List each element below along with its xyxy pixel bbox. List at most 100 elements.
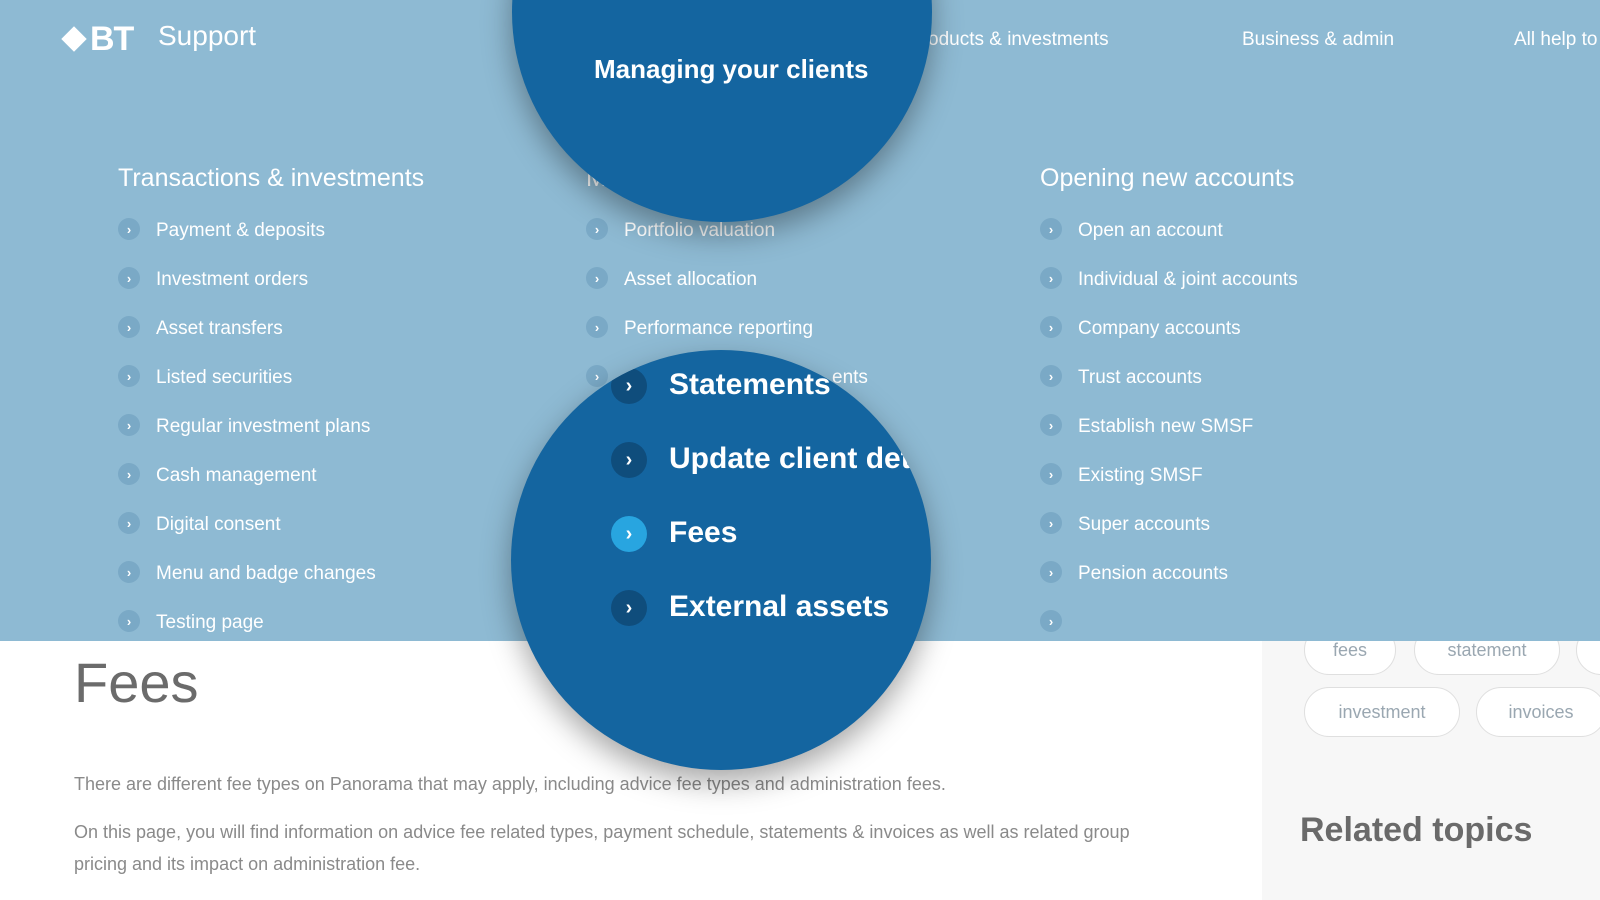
chevron-right-icon: ›: [118, 463, 140, 485]
chevron-right-icon: ›: [611, 516, 647, 552]
menu-item[interactable]: › Existing SMSF: [1040, 463, 1298, 514]
menu-list-managing: › Portfolio valuation › Asset allocation ›…: [586, 218, 868, 416]
menu-item[interactable]: › Portfolio valuation: [586, 218, 868, 269]
menu-item[interactable]: › Open an account: [1040, 218, 1298, 269]
chevron-right-icon: ›: [118, 512, 140, 534]
menu-item[interactable]: › Company accounts: [1040, 316, 1298, 367]
chevron-right-icon: ›: [118, 316, 140, 338]
chevron-right-icon: ›: [1040, 365, 1062, 387]
chevron-right-icon: ›: [586, 218, 608, 240]
chevron-right-icon: ›: [611, 368, 647, 404]
menu-item-label: Performance reporting: [624, 318, 814, 339]
menu-list-opening-accounts: › Open an account › Individual & joint acc…: [1040, 218, 1298, 661]
menu-item-label: Testing page: [156, 612, 264, 633]
zoom-menu-item-external-assets[interactable]: › External assets: [611, 590, 927, 664]
nav-managing-your-clients[interactable]: Managing your clients: [594, 54, 869, 84]
chevron-right-icon: ›: [1040, 610, 1062, 632]
menu-item[interactable]: › Menu and badge changes: [118, 561, 376, 612]
menu-item-label: Portfolio valuation: [624, 220, 776, 241]
tag-invoices[interactable]: invoices: [1476, 687, 1600, 737]
menu-item-label: Pension accounts: [1078, 563, 1228, 584]
chevron-right-icon: ›: [611, 442, 647, 478]
tag-statement[interactable]: statement: [1414, 641, 1560, 675]
zoom-circle-bottom: › Statements › Update client deta › Fees › E…: [511, 350, 931, 770]
chevron-right-icon: ›: [611, 590, 647, 626]
menu-item[interactable]: › Pension accounts: [1040, 561, 1298, 612]
menu-item[interactable]: › Establish new SMSF: [1040, 414, 1298, 465]
sidebar: fees statement investment invoices Relat…: [1262, 641, 1600, 900]
menu-item[interactable]: › Digital consent: [118, 512, 376, 563]
nav-products-investments[interactable]: oducts & investments: [928, 29, 1109, 50]
menu-item[interactable]: › Cash management: [118, 463, 376, 514]
menu-item[interactable]: › Individual & joint accounts: [1040, 267, 1298, 318]
support-label[interactable]: Support: [158, 20, 257, 51]
menu-item-label: Regular investment plans: [156, 416, 371, 437]
menu-item-label: ents: [832, 367, 868, 388]
menu-item[interactable]: › Listed securities: [118, 365, 376, 416]
zoom-item-label: Update client deta: [669, 442, 928, 475]
chevron-right-icon: ›: [118, 365, 140, 387]
zoom-item-label: Fees: [669, 516, 738, 549]
menu-item[interactable]: › Performance reporting: [586, 316, 868, 367]
zoom-menu-item-update-client-details[interactable]: › Update client deta: [611, 442, 927, 516]
menu-item-label: Cash management: [156, 465, 317, 486]
bt-logo[interactable]: BT: [62, 20, 134, 59]
chevron-right-icon: ›: [586, 316, 608, 338]
chevron-right-icon: ›: [1040, 463, 1062, 485]
menu-item[interactable]: ›: [1040, 610, 1298, 661]
page-title: Fees: [74, 651, 199, 714]
bt-diamond-logo-icon: [62, 27, 88, 53]
chevron-right-icon: ›: [586, 267, 608, 289]
chevron-right-icon: ›: [1040, 512, 1062, 534]
chevron-right-icon: ›: [586, 365, 608, 387]
menu-item-label: Super accounts: [1078, 514, 1211, 535]
chevron-right-icon: ›: [1040, 561, 1062, 583]
menu-item-label: Asset allocation: [624, 269, 758, 290]
menu-item[interactable]: › ents: [586, 365, 868, 416]
menu-item[interactable]: › Asset transfers: [118, 316, 376, 367]
menu-item-label: Digital consent: [156, 514, 281, 535]
related-topics-heading: Related topics: [1300, 811, 1533, 849]
menu-item-label: Individual & joint accounts: [1078, 269, 1298, 290]
menu-item-label: Company accounts: [1078, 318, 1241, 339]
menu-item-label: Establish new SMSF: [1078, 416, 1254, 437]
zoom-menu-list: › Statements › Update client deta › Fees › E…: [611, 368, 927, 664]
zoom-item-label: External assets: [669, 590, 890, 623]
tag-fees[interactable]: fees: [1304, 641, 1396, 675]
menu-item-label: Open an account: [1078, 220, 1223, 241]
menu-item[interactable]: › Super accounts: [1040, 512, 1298, 563]
chevron-right-icon: ›: [1040, 218, 1062, 240]
menu-item[interactable]: ›Investment orders: [118, 267, 376, 318]
column-title-transactions: Transactions & investments: [118, 164, 425, 192]
nav-business-admin[interactable]: Business & admin: [1242, 29, 1395, 50]
menu-item[interactable]: › Payment & deposits: [118, 218, 376, 269]
chevron-right-icon: ›: [118, 561, 140, 583]
nav-all-help-topics[interactable]: All help to: [1514, 29, 1598, 50]
menu-item-label: Existing SMSF: [1078, 465, 1203, 486]
nav-clip: All help to: [1500, 0, 1600, 96]
intro-paragraph: There are different fee types on Panoram…: [74, 774, 946, 794]
menu-item[interactable]: › Testing page: [118, 610, 376, 661]
chevron-right-icon: ›: [1040, 267, 1062, 289]
tag-partial[interactable]: [1576, 641, 1600, 675]
menu-item[interactable]: › Regular investment plans: [118, 414, 376, 465]
chevron-right-icon: ›: [118, 610, 140, 632]
chevron-right-icon: ›: [118, 414, 140, 436]
menu-item-label: Menu and badge changes: [156, 563, 376, 584]
tag-investment[interactable]: investment: [1304, 687, 1460, 737]
zoom-item-label: Statements: [669, 368, 831, 401]
column-title-opening-accounts: Opening new accounts: [1040, 164, 1295, 192]
chevron-right-icon: ›: [1040, 316, 1062, 338]
zoom-menu-item-fees[interactable]: › Fees: [611, 516, 927, 590]
menu-item-label: Listed securities: [156, 367, 293, 388]
chevron-right-icon: ›: [1040, 414, 1062, 436]
menu-item-label: Trust accounts: [1078, 367, 1202, 388]
menu-list-transactions: › Payment & deposits ›Investment orders ›…: [118, 218, 376, 661]
menu-item-label: Payment & deposits: [156, 220, 325, 241]
description-paragraph: On this page, you will find information …: [74, 822, 1130, 874]
chevron-right-icon: ›: [118, 218, 140, 240]
menu-item-label: Asset transfers: [156, 318, 283, 339]
zoom-menu-item-statements[interactable]: › Statements: [611, 368, 927, 442]
menu-item[interactable]: › Asset allocation: [586, 267, 868, 318]
menu-item[interactable]: › Trust accounts: [1040, 365, 1298, 416]
